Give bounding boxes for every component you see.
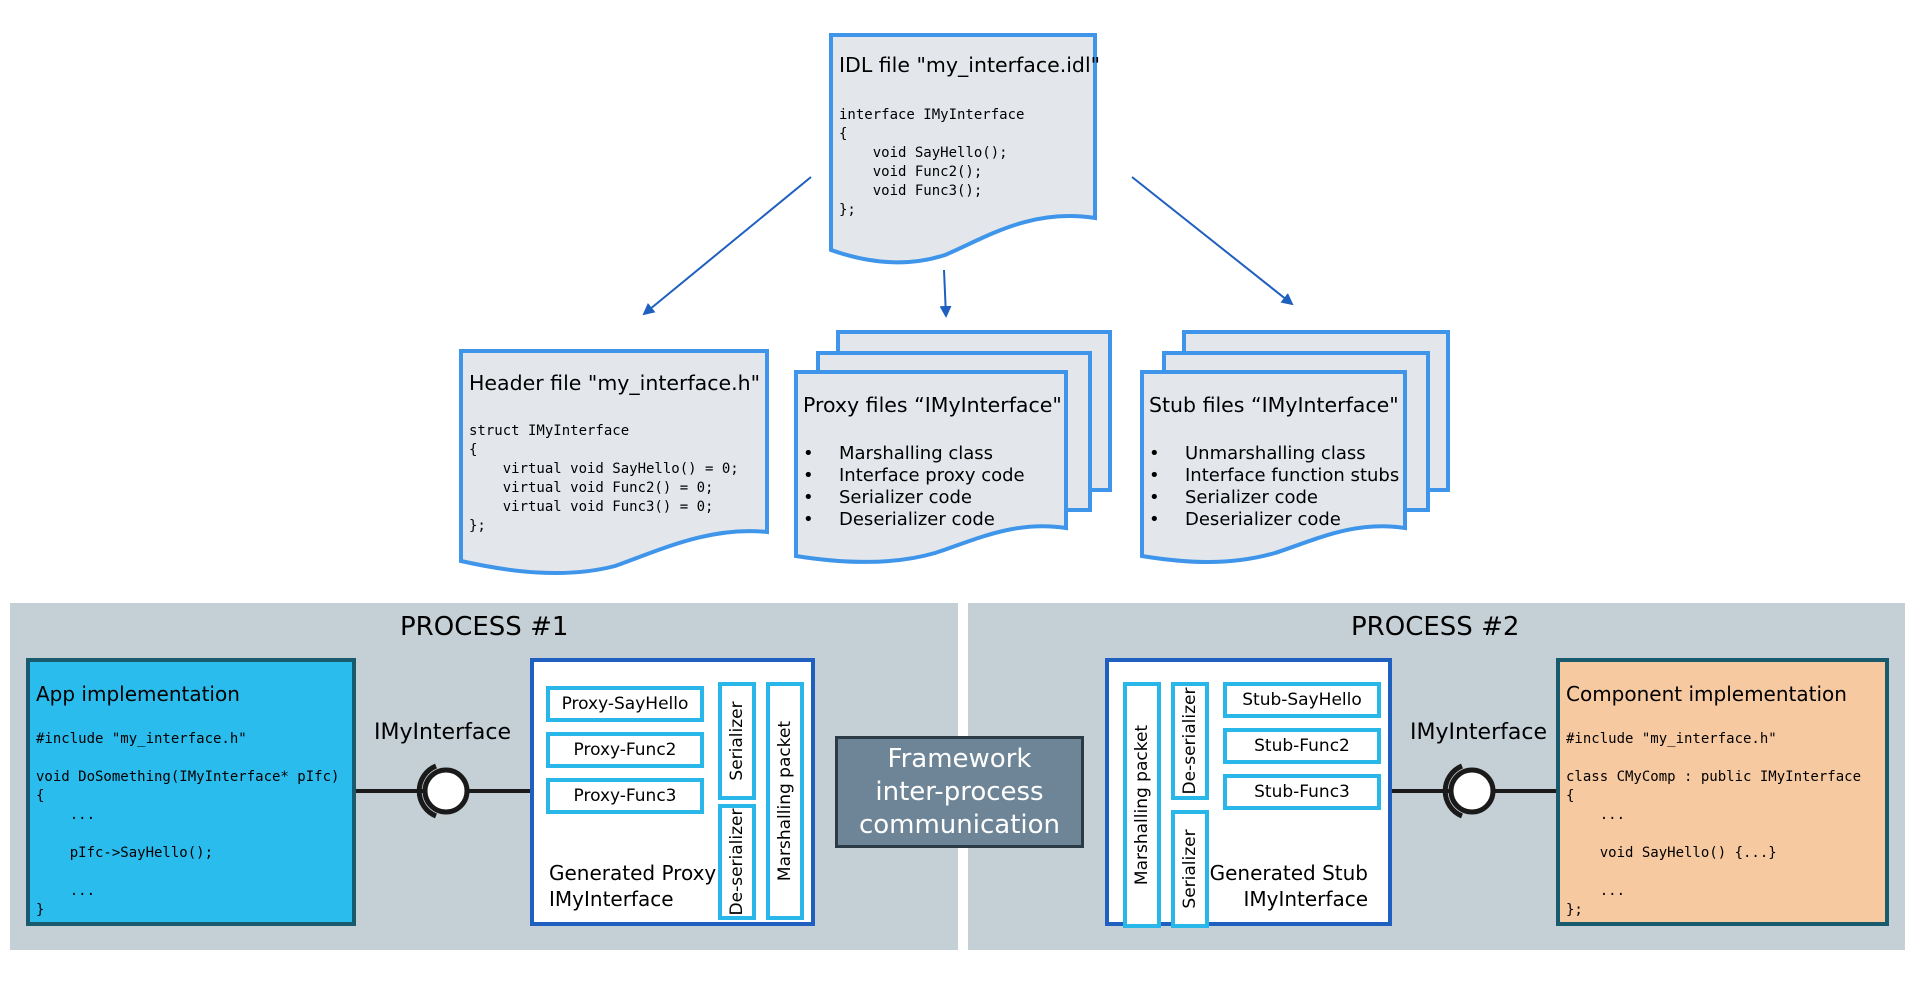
list-item: •Unmarshalling class [1149, 443, 1366, 464]
list-item: •Interface function stubs [1149, 465, 1400, 486]
proxy-deserializer-box: De-serializer [718, 804, 756, 920]
app-title: App implementation [36, 682, 240, 706]
stub-serializer-label: Serializer [1180, 829, 1200, 909]
process-1-label: PROCESS #1 [400, 612, 569, 642]
stub-serializer-box: Serializer [1171, 810, 1209, 928]
process-2-label: PROCESS #2 [1351, 612, 1520, 642]
stub-func3-box: Stub-Func3 [1223, 774, 1381, 810]
process1-interface-label: IMyInterface [374, 720, 511, 745]
list-item: •Interface proxy code [803, 465, 1025, 486]
stub-deserializer-label: De-serializer [1180, 687, 1200, 795]
framework-ipc-box: Framework inter-process communication [835, 736, 1084, 848]
generated-stub-label: Generated Stub IMyInterface [1210, 860, 1368, 912]
generated-stub-box: Marshalling packet De-serializer Seriali… [1105, 658, 1392, 928]
arrow-to-proxy [939, 269, 952, 318]
stub-deserializer-box: De-serializer [1171, 682, 1209, 800]
list-item: •Deserializer code [803, 509, 995, 530]
stub-func2-box: Stub-Func2 [1223, 728, 1381, 764]
header-code: struct IMyInterface { virtual void SayHe… [469, 423, 739, 534]
stub-marshalling-packet-box: Marshalling packet [1123, 682, 1161, 928]
proxy-marshalling-packet-label: Marshalling packet [775, 720, 795, 882]
component-code: #include "my_interface.h" class CMyComp … [1566, 731, 1862, 918]
generated-stub-label-line1: Generated Stub [1209, 861, 1368, 885]
stub-files-title: Stub files “IMyInterface" [1149, 393, 1399, 417]
generated-proxy-label-line2: IMyInterface [549, 887, 674, 911]
app-implementation-box: App implementation #include "my_interfac… [26, 658, 356, 926]
list-item: •Deserializer code [1149, 509, 1341, 530]
framework-line1: Framework [887, 743, 1032, 774]
proxy-deserializer-label: De-serializer [727, 808, 747, 916]
proxy-marshalling-packet-box: Marshalling packet [766, 682, 804, 920]
proxy-sayhello-box: Proxy-SayHello [546, 686, 704, 722]
stub-files-list: •Unmarshalling class •Interface function… [1149, 443, 1399, 531]
component-implementation-box: Component implementation #include "my_in… [1556, 658, 1889, 926]
list-item: •Serializer code [1149, 487, 1318, 508]
arrow-to-header [642, 176, 812, 316]
proxy-files-list: •Marshalling class •Interface proxy code… [803, 443, 1025, 531]
header-title: Header file "my_interface.h" [469, 371, 761, 395]
proxy-func3-box: Proxy-Func3 [546, 778, 704, 814]
idl-title: IDL file "my_interface.idl" [839, 53, 1101, 77]
list-item: •Marshalling class [803, 443, 994, 464]
stub-sayhello-box: Stub-SayHello [1223, 682, 1381, 718]
app-code: #include "my_interface.h" void DoSomethi… [36, 731, 340, 918]
arrow-to-stub [1131, 176, 1294, 306]
generated-proxy-label-line1: Generated Proxy [549, 861, 717, 885]
generated-stub-label-line2: IMyInterface [1243, 887, 1368, 911]
framework-line2: inter-process [875, 776, 1044, 807]
idl-code: interface IMyInterface { void SayHello()… [839, 107, 1025, 218]
generated-proxy-label: Generated Proxy IMyInterface [549, 860, 716, 912]
generated-proxy-box: Proxy-SayHello Proxy-Func2 Proxy-Func3 S… [530, 658, 815, 926]
proxy-serializer-box: Serializer [718, 682, 756, 800]
stub-marshalling-packet-label: Marshalling packet [1132, 724, 1152, 886]
process2-interface-label: IMyInterface [1410, 720, 1547, 745]
framework-line3: communication [858, 809, 1061, 840]
proxy-func2-box: Proxy-Func2 [546, 732, 704, 768]
component-title: Component implementation [1566, 682, 1847, 706]
proxy-serializer-label: Serializer [727, 701, 747, 781]
proxy-files-title: Proxy files “IMyInterface" [803, 393, 1062, 417]
list-item: •Serializer code [803, 487, 972, 508]
